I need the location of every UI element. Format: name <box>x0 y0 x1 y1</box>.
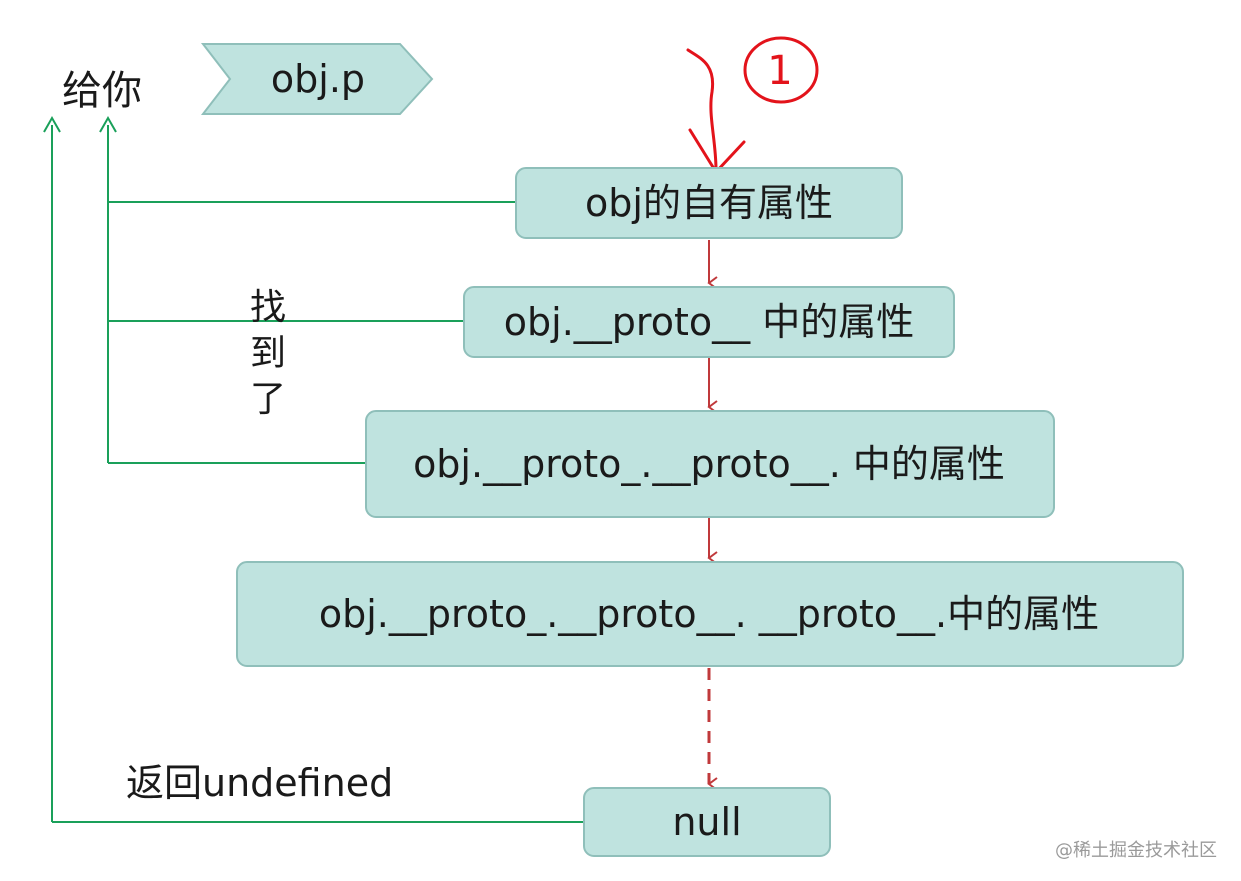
annotation-mark: 1 <box>767 48 792 94</box>
start-tag-label: obj.p <box>271 57 365 101</box>
box-proto-proto-properties: obj.__proto_.__proto__. 中的属性 <box>365 410 1055 518</box>
annotation-circle-icon <box>743 36 819 104</box>
give-label: 给你 <box>62 68 142 114</box>
box-label: null <box>672 800 741 844</box>
box-proto-proto-proto-properties: obj.__proto_.__proto__. __proto__.中的属性 <box>236 561 1184 667</box>
found-arrowhead-icon <box>99 115 117 133</box>
start-tag: obj.p <box>200 43 434 115</box>
undefined-arrowhead-icon <box>43 115 61 133</box>
watermark: @稀土掘金技术社区 <box>1055 840 1217 861</box>
box-label: obj.__proto_.__proto__. __proto__.中的属性 <box>319 592 1099 636</box>
box-label: obj的自有属性 <box>585 181 833 225</box>
return-undefined-label: 返回undefined <box>126 761 394 805</box>
handwritten-arrow-icon <box>686 48 718 172</box>
box-label: obj.__proto_.__proto__. 中的属性 <box>413 442 1005 486</box>
box-proto-properties: obj.__proto__ 中的属性 <box>463 286 955 358</box>
return-lines <box>43 115 584 823</box>
box-label: obj.__proto__ 中的属性 <box>504 300 914 344</box>
found-label: 找到了 <box>249 287 286 420</box>
box-own-properties: obj的自有属性 <box>515 167 903 239</box>
chain-boxes: obj的自有属性 obj.__proto__ 中的属性 obj.__proto_… <box>236 167 1184 857</box>
box-null: null <box>583 787 831 857</box>
annotation: 1 <box>686 36 819 174</box>
start-tag-shape <box>200 43 434 115</box>
